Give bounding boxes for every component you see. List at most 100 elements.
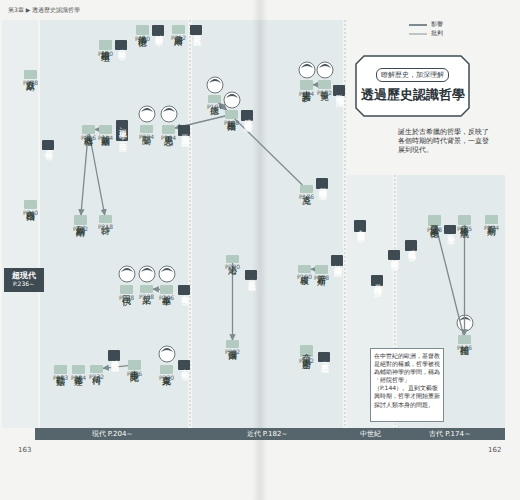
legend-line <box>409 33 427 35</box>
philosopher-name: 叔本華 <box>162 288 172 291</box>
hair <box>161 268 173 272</box>
page-ref: P228 <box>119 295 134 301</box>
school-label: 實用主義 <box>190 25 202 35</box>
philosopher-box: 叔本華P206 <box>160 285 173 294</box>
influence-arrow <box>89 134 104 215</box>
philosopher-box: 德希達P234 <box>72 365 85 374</box>
philosopher-box: 史賓諾沙P184 <box>300 80 313 90</box>
philosopher-box: 查默斯P238 <box>24 70 37 79</box>
page-ref: P192 <box>299 358 314 364</box>
philosopher-box: 德勒茲P233 <box>54 365 67 374</box>
philosopher-box: 維根斯坦P220 <box>99 40 112 50</box>
school-label: 英國經驗論 <box>316 178 328 189</box>
portrait <box>207 77 223 93</box>
hair <box>226 94 238 98</box>
main-title: 透過歷史認識哲學 <box>361 86 465 104</box>
era-column <box>40 20 188 428</box>
school-label: 馬克思主義 <box>178 125 190 136</box>
philosopher-name: 邊沁 <box>228 258 238 260</box>
subtitle: 瞭解歷史，加深理解 <box>376 68 449 82</box>
philosopher-box: 霍布斯P188 <box>315 265 328 274</box>
portrait <box>299 62 315 78</box>
school-name: 存在哲學 <box>180 363 189 367</box>
era-band: 古代 P.174～ <box>395 428 505 440</box>
page-ref: P220 <box>98 51 113 57</box>
hair <box>301 64 313 68</box>
portrait <box>317 62 333 78</box>
hair <box>319 64 331 68</box>
page-ref: P218 <box>98 224 113 230</box>
page-ref: P216 <box>81 135 96 141</box>
page-ref: P214 <box>98 135 113 141</box>
philosopher-name: 胡塞爾 <box>101 128 111 131</box>
hair <box>459 317 471 321</box>
philosopher-box: 泰利斯P174 <box>485 215 498 224</box>
philosopher-name: 彌爾 <box>228 343 238 345</box>
portrait <box>159 346 175 362</box>
page-ref: P230 <box>159 375 174 381</box>
philosopher-name: 盧梭 <box>300 268 310 270</box>
philosopher-name: 泰利斯 <box>487 218 497 221</box>
philosopher-box: 笛卡兒P182 <box>318 80 331 89</box>
school-name: 現象學、存在論 <box>118 123 127 138</box>
title-outline <box>355 55 470 117</box>
philosopher-box: 詹姆斯P212 <box>172 25 185 34</box>
philosopher-name: 柏拉圖 <box>460 338 470 341</box>
hair <box>209 79 221 83</box>
influence-arrow <box>81 134 88 215</box>
portrait <box>457 315 473 331</box>
era-band: 近代 P.182～ <box>190 428 345 440</box>
philosopher-box: 胡塞爾P214 <box>99 125 112 134</box>
school-label: 文藝復興哲學 <box>354 220 366 232</box>
page-ref: P174 <box>484 225 499 231</box>
philosopher-name: 沙特 <box>101 218 111 220</box>
page-ref: P200 <box>225 264 240 270</box>
school-label: 資本主義 <box>318 352 330 362</box>
page-ref: P232 <box>89 374 104 380</box>
philosopher-name: 蘇格拉底 <box>460 218 470 222</box>
page-ref: P.236～ <box>13 281 35 288</box>
page-ref: P240 <box>23 210 38 216</box>
philosopher-name: 佛洛伊德 <box>138 28 148 32</box>
philosopher-box: 蘇格拉底P175 <box>458 215 471 225</box>
philosopher-name: 馬克思 <box>164 128 174 131</box>
school-name: 君權神授說 <box>373 278 382 283</box>
school-label: 希臘化哲學 <box>405 240 417 251</box>
philosopher-name: 黑格爾 <box>227 113 237 116</box>
era-divider <box>345 20 346 428</box>
school-name: 希臘化哲學 <box>407 243 416 248</box>
philosopher-name: 傅柯 <box>92 368 102 370</box>
influence-arrow <box>232 263 233 340</box>
school-name: 後結構主義 <box>110 353 119 358</box>
page-header: 第3章 ▶ 透過歷史認識哲學 <box>8 6 158 14</box>
description: 誕生於古希臘的哲學，反映了各個時期的時代背景，一直發展到現代。 <box>398 128 490 155</box>
influence-arrow <box>153 289 160 290</box>
philosopher-name: 內格爾 <box>26 203 36 206</box>
philosopher-name: 笛卡兒 <box>320 83 330 86</box>
era-name: 現代 P.204～ <box>92 430 134 438</box>
page-number: 163 <box>18 446 48 456</box>
philosopher-box: 沙特P218 <box>99 215 112 223</box>
page-ref: P204 <box>161 135 176 141</box>
legend-sample <box>408 31 428 37</box>
philosopher-box: 海德格P216 <box>82 125 95 134</box>
era-band: 中世紀 <box>345 428 395 440</box>
school-label: 社會契約論 <box>331 255 343 266</box>
note-box: 在中世紀的歐洲，基督教是絕對的權威，哲學被視為輔助神學的學問，稱為「經院哲學」（… <box>370 348 444 422</box>
legend-row: 批判 <box>408 29 443 38</box>
school-label: 存在哲學 <box>178 360 190 370</box>
era-name: 古代 P.174～ <box>429 430 471 438</box>
legend-text: 影響 <box>431 20 443 29</box>
note-text: 在中世紀的歐洲，基督教是絕對的權威，哲學被視為輔助神學的學問，稱為「經院哲學」（… <box>374 352 440 408</box>
portrait <box>159 266 175 282</box>
influence-arrow <box>436 226 464 335</box>
philosopher-name: 列維納斯 <box>76 218 86 222</box>
legend-sample <box>408 22 428 28</box>
school-label: 歐陸理性論 <box>333 85 345 96</box>
philosopher-name: 德勒茲 <box>56 368 66 371</box>
philosopher-box: 洛克P186 <box>300 185 313 193</box>
philosopher-box: 彌爾P202 <box>226 340 239 348</box>
philosopher-name: 海德格 <box>84 128 94 131</box>
philosopher-name: 德希達 <box>74 368 84 371</box>
